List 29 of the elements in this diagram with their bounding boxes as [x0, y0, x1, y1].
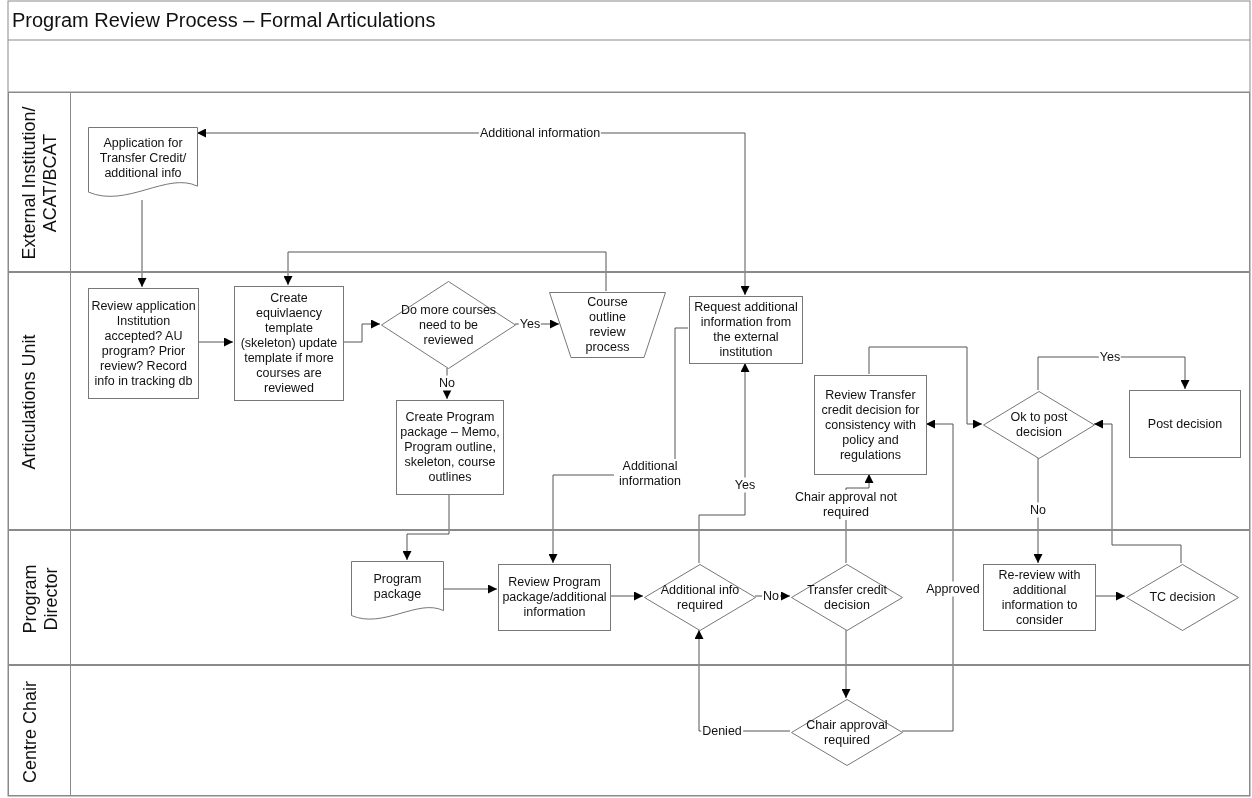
lane-label: Centre Chair: [19, 679, 40, 785]
decision-diamond: Ok to post decision: [983, 391, 1095, 459]
decision-diamond: Do more courses need to be reviewed: [381, 281, 516, 369]
lane-label: Program Director: [19, 563, 61, 635]
process-box: Review Transfer credit decision for consistency with policy and regulations: [814, 375, 927, 475]
diagram-title: Program Review Process – Formal Articulations: [12, 8, 436, 32]
process-box: Create Program package – Memo, Program outline, skeleton, course outlines: [396, 400, 504, 495]
edge-label: Approved: [925, 581, 981, 597]
decision-diamond: Transfer credit decision: [791, 564, 903, 631]
decision-diamond: TC decision: [1126, 564, 1239, 631]
swimlane: [8, 272, 1250, 530]
process-box: Review Program package/additional information: [498, 564, 611, 631]
manual-operation-shape: Course outline review process: [549, 292, 666, 358]
swimlane: [8, 530, 1250, 665]
process-box: Review application Institution accepted? AU program? Prior review? Record info in tracking db: [88, 288, 199, 399]
decision-diamond: Chair approval required: [791, 699, 903, 766]
process-box: Request additional information from the external institution: [689, 296, 803, 364]
decision-diamond: Additional info required: [644, 564, 756, 631]
swimlane: [8, 665, 1250, 796]
document-shape: Program package: [351, 561, 444, 623]
process-box: Create equivlaency template (skeleton) update template if more courses are reviewed: [234, 286, 344, 401]
process-box: Post decision: [1129, 390, 1241, 458]
lane-label: External Institution/ ACAT/BCAT: [19, 105, 61, 262]
edge-label: Yes: [733, 477, 757, 493]
swimlane: [8, 92, 1250, 272]
lane-label: Articulations Unit: [19, 333, 40, 472]
process-box: Re-review with additional information to consider: [983, 564, 1096, 631]
edge-label: No: [438, 375, 456, 391]
edge-label: No: [1029, 502, 1047, 518]
